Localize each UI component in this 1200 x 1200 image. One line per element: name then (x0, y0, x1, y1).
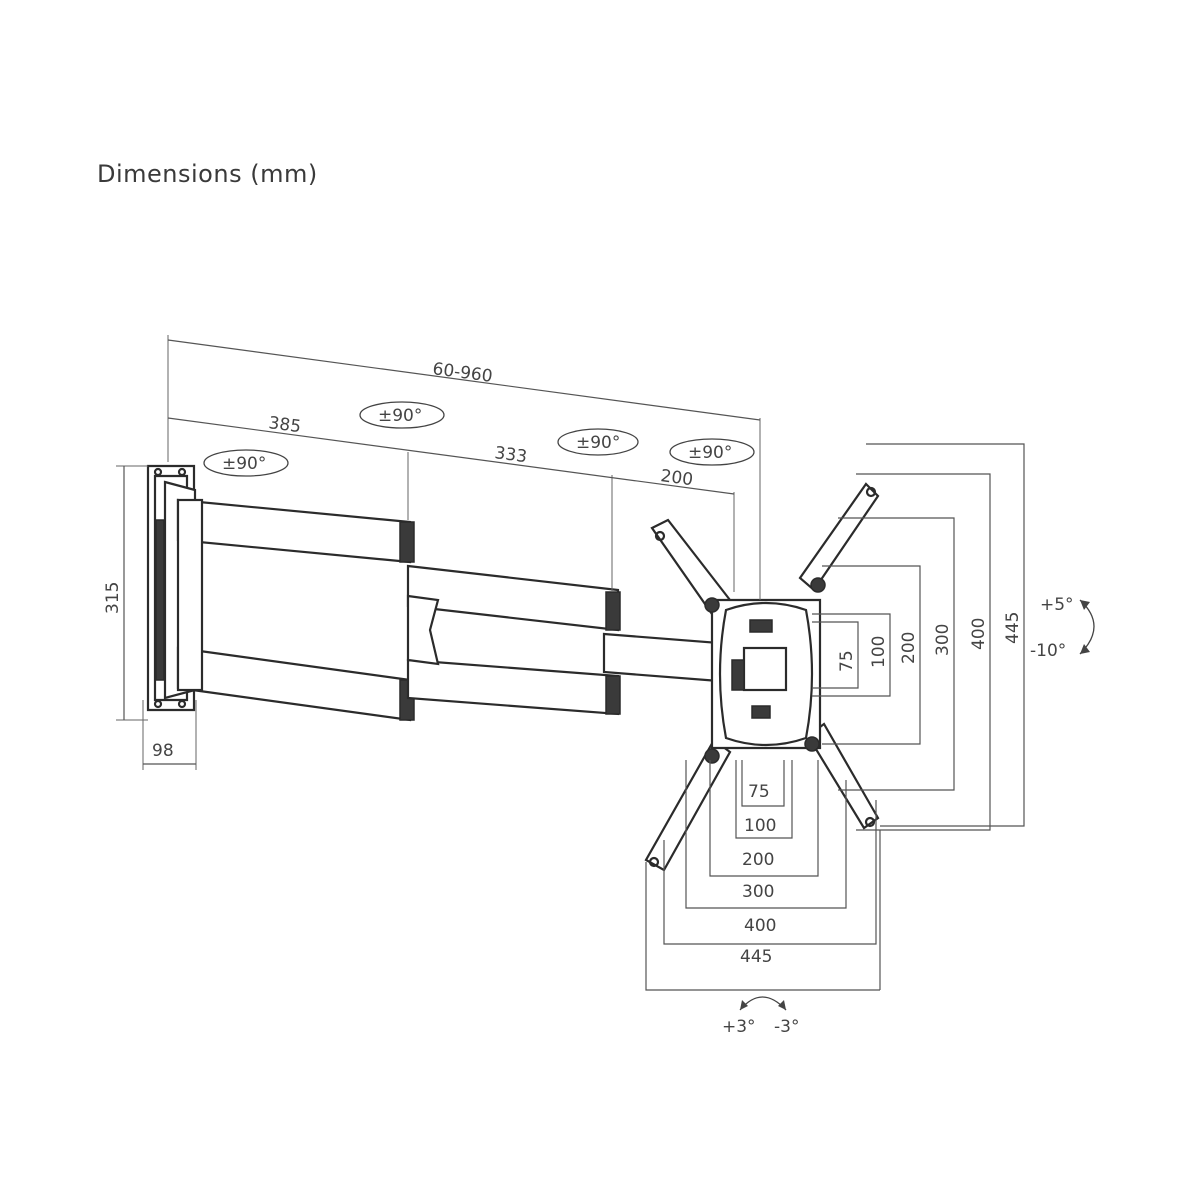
vesa-vertical-200-label: 200 (899, 632, 919, 664)
top-dimensions (167, 335, 761, 600)
vesa-vertical-400-label: 400 (969, 618, 989, 650)
tilt-arrow (1079, 599, 1095, 655)
arm-2 (406, 564, 621, 716)
arm1-length-label: 385 (267, 413, 302, 437)
vesa-vertical-300-label: 300 (933, 624, 953, 656)
wall-plate-depth-label: 98 (152, 741, 174, 761)
vesa-horizontal-300-label: 300 (742, 882, 774, 902)
head-swivel-label: ±90° (688, 443, 732, 463)
arm2-length-label: 333 (493, 443, 528, 467)
second-elbow-swivel-label: ±90° (576, 433, 620, 453)
vesa-bracket (644, 482, 880, 872)
total-extension-label: 60-960 (431, 359, 493, 387)
vesa-vertical-100-label: 100 (869, 636, 889, 668)
vesa-horizontal-200-label: 200 (742, 850, 774, 870)
vesa-horizontal-75-label: 75 (748, 782, 770, 802)
elbow-swivel-label: ±90° (378, 406, 422, 426)
arm-1 (176, 498, 415, 722)
rotation-arrow (739, 996, 787, 1011)
vesa-vertical-dimensions (812, 443, 1025, 831)
wall-plate-dimensions (116, 465, 197, 770)
arm3-length-label: 200 (659, 466, 694, 490)
vesa-vertical-445-label: 445 (1003, 612, 1023, 644)
page-title: Dimensions (mm) (97, 160, 318, 188)
wall-plate-height-label: 315 (103, 582, 123, 614)
vesa-horizontal-400-label: 400 (744, 916, 776, 936)
rotation-plus-label: +3° (722, 1017, 756, 1037)
vesa-vertical-75-label: 75 (837, 650, 857, 672)
vesa-horizontal-dimensions (645, 760, 881, 991)
tilt-up-label: +5° (1040, 595, 1074, 615)
wall-swivel-label: ±90° (222, 454, 266, 474)
vesa-horizontal-445-label: 445 (740, 947, 772, 967)
vesa-horizontal-100-label: 100 (744, 816, 776, 836)
tilt-down-label: -10° (1030, 641, 1066, 661)
rotation-minus-label: -3° (774, 1017, 799, 1037)
swivel-arrows (203, 401, 755, 477)
